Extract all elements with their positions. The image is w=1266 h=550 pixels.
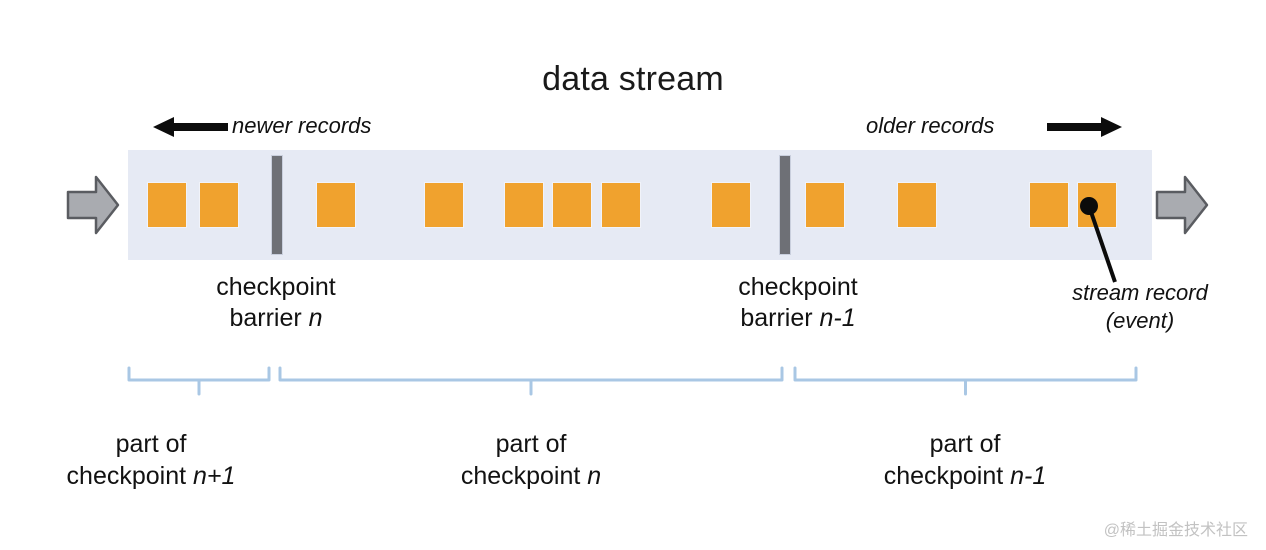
older-records-arrow-icon bbox=[1047, 117, 1122, 137]
caption-line-1: checkpoint bbox=[216, 273, 336, 301]
stream-record-6 bbox=[602, 183, 640, 227]
part-caption-line-2-text: checkpoint bbox=[66, 462, 194, 490]
part-caption-line-2-emphasis: n-1 bbox=[1010, 462, 1047, 490]
stream-outflow-arrow-icon bbox=[1155, 175, 1209, 235]
stream-record-1 bbox=[200, 183, 238, 227]
part-caption-line-1: part of bbox=[495, 430, 567, 458]
data-stream-band bbox=[128, 150, 1152, 260]
part-caption-line-1: part of bbox=[115, 430, 187, 458]
part-caption-line-2-text: checkpoint bbox=[460, 462, 588, 490]
stream-record-4 bbox=[505, 183, 543, 227]
caption-line-1: checkpoint bbox=[738, 273, 858, 301]
caption-line-2: barrier n bbox=[146, 303, 406, 334]
stream-record-2 bbox=[317, 183, 355, 227]
caption-line-2-emphasis: n bbox=[308, 304, 323, 332]
caption-line-2-text: barrier bbox=[229, 304, 309, 332]
caption-line-2-text: barrier bbox=[740, 304, 820, 332]
stream-record-5 bbox=[553, 183, 591, 227]
part-caption-line-2-emphasis: n+1 bbox=[193, 462, 236, 490]
stream-record-caption-line-2: (event) bbox=[1105, 308, 1175, 333]
checkpoint-barrier-0 bbox=[271, 155, 283, 255]
checkpoint-barrier-n-minus-1-caption: checkpoint barrier n-1 bbox=[668, 272, 928, 334]
part-caption-line-2: checkpoint n bbox=[408, 460, 654, 492]
stream-record-0 bbox=[148, 183, 186, 227]
stream-record-10 bbox=[1030, 183, 1068, 227]
caption-line-2: barrier n-1 bbox=[668, 303, 928, 334]
part-caption-line-2-emphasis: n bbox=[587, 462, 602, 490]
stream-record-9 bbox=[898, 183, 936, 227]
stream-record-callout-line bbox=[1080, 197, 1117, 283]
stream-record-caption: stream record (event) bbox=[1020, 279, 1260, 335]
newer-records-label: newer records bbox=[232, 113, 372, 138]
checkpoint-barrier-1 bbox=[779, 155, 791, 255]
part-checkpoint-n-minus-1-brace bbox=[793, 366, 1138, 396]
stream-record-3 bbox=[425, 183, 463, 227]
checkpoint-barrier-n-caption: checkpoint barrier n bbox=[146, 272, 406, 334]
stream-record-7 bbox=[712, 183, 750, 227]
part-caption-line-1: part of bbox=[929, 430, 1001, 458]
stream-record-caption-line-1: stream record bbox=[1072, 280, 1208, 305]
stream-record-8 bbox=[806, 183, 844, 227]
part-checkpoint-n-brace bbox=[278, 366, 784, 396]
watermark: @稀土掘金技术社区 bbox=[1103, 522, 1248, 539]
part-checkpoint-n-plus-1-brace bbox=[127, 366, 271, 396]
part-caption-line-2-text: checkpoint bbox=[883, 462, 1011, 490]
older-records-label: older records bbox=[866, 113, 995, 138]
part-caption-line-2: checkpoint n+1 bbox=[28, 460, 274, 492]
page-title: data stream bbox=[542, 60, 724, 98]
newer-records-arrow-icon bbox=[153, 117, 228, 137]
part-caption-line-2: checkpoint n-1 bbox=[842, 460, 1088, 492]
stream-inflow-arrow-icon bbox=[66, 175, 120, 235]
caption-line-2-emphasis: n-1 bbox=[819, 304, 856, 332]
